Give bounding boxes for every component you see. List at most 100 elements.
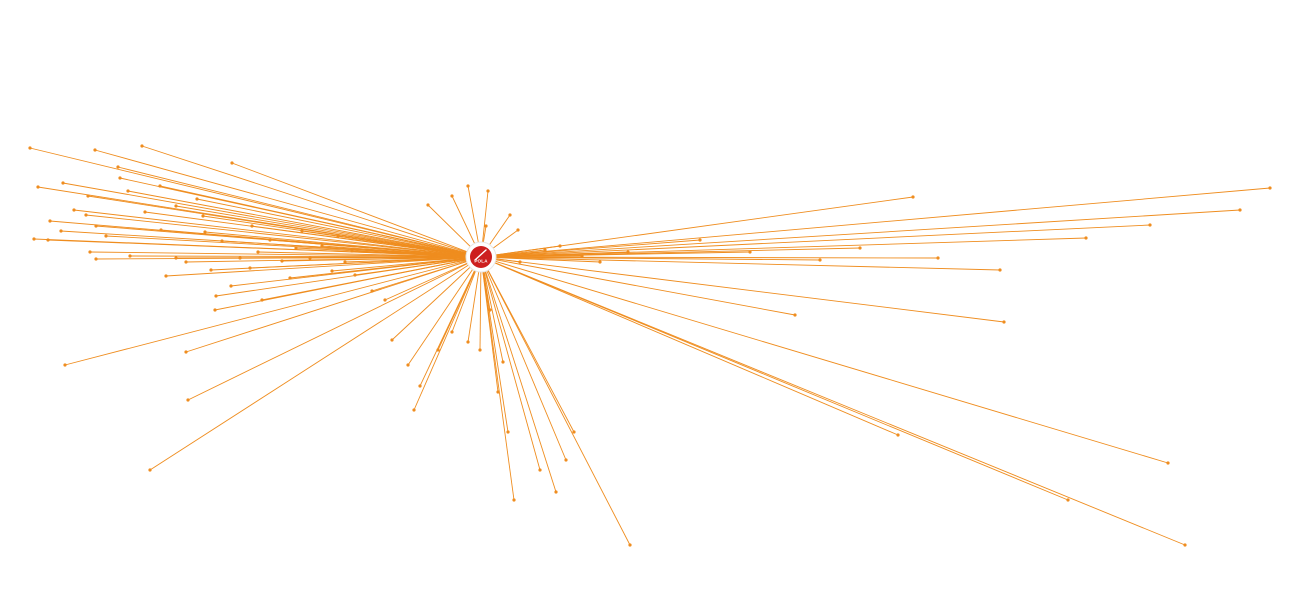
graph-node[interactable] [36,185,40,189]
graph-node[interactable] [383,298,387,302]
graph-node[interactable] [184,260,188,264]
graph-node[interactable] [201,214,205,218]
graph-node[interactable] [203,230,207,234]
graph-node[interactable] [418,384,422,388]
graph-node[interactable] [538,468,542,472]
graph-node[interactable] [94,257,98,261]
graph-node[interactable] [698,238,702,242]
graph-node[interactable] [1084,236,1088,240]
graph-node[interactable] [143,210,147,214]
graph-node[interactable] [148,468,152,472]
graph-node[interactable] [174,256,178,260]
graph-node[interactable] [86,194,90,198]
graph-node[interactable] [260,298,264,302]
graph-node[interactable] [543,248,547,252]
graph-node[interactable] [195,197,199,201]
graph-node[interactable] [250,224,254,228]
graph-node[interactable] [48,219,52,223]
graph-node[interactable] [858,246,862,250]
graph-node[interactable] [554,490,558,494]
graph-node[interactable] [450,194,454,198]
graph-node[interactable] [478,348,482,352]
graph-node[interactable] [406,363,410,367]
graph-node[interactable] [164,274,168,278]
graph-node[interactable] [998,268,1002,272]
graph-node[interactable] [238,256,242,260]
graph-node[interactable] [186,398,190,402]
graph-node[interactable] [516,228,520,232]
graph-node[interactable] [564,458,568,462]
graph-node[interactable] [94,224,98,228]
graph-node[interactable] [598,260,602,264]
graph-node[interactable] [174,204,178,208]
graph-node[interactable] [466,340,470,344]
graph-node[interactable] [308,256,312,260]
graph-node[interactable] [32,237,36,241]
graph-node[interactable] [220,239,224,243]
graph-node[interactable] [748,250,752,254]
graph-node[interactable] [486,189,490,193]
graph-node[interactable] [353,273,357,277]
graph-node[interactable] [426,203,430,207]
graph-node[interactable] [1183,543,1187,547]
graph-node[interactable] [140,144,144,148]
graph-node[interactable] [59,229,63,233]
graph-node[interactable] [63,363,67,367]
graph-node[interactable] [390,338,394,342]
graph-node[interactable] [213,308,217,312]
graph-node[interactable] [1148,223,1152,227]
graph-node[interactable] [116,165,120,169]
graph-node[interactable] [350,249,354,253]
graph-node[interactable] [436,348,440,352]
graph-node[interactable] [1066,498,1070,502]
graph-node[interactable] [488,308,492,312]
graph-node[interactable] [72,208,76,212]
graph-node[interactable] [104,234,108,238]
graph-node[interactable] [280,259,284,263]
graph-node[interactable] [214,294,218,298]
graph-node[interactable] [268,238,272,242]
graph-node[interactable] [159,228,163,232]
graph-node[interactable] [626,250,630,254]
graph-node[interactable] [506,430,510,434]
graph-node[interactable] [450,330,454,334]
graph-node[interactable] [496,390,500,394]
graph-node[interactable] [512,498,516,502]
graph-node[interactable] [793,313,797,317]
graph-node[interactable] [158,184,162,188]
graph-node[interactable] [256,250,260,254]
graph-node[interactable] [230,161,234,165]
graph-node[interactable] [558,244,562,248]
graph-node[interactable] [518,260,522,264]
graph-node[interactable] [93,148,97,152]
graph-node[interactable] [294,246,298,250]
graph-node[interactable] [818,258,822,262]
graph-node[interactable] [580,254,584,258]
graph-node[interactable] [628,543,632,547]
graph-node[interactable] [1238,208,1242,212]
graph-node[interactable] [508,213,512,217]
graph-node[interactable] [184,350,188,354]
graph-node[interactable] [911,195,915,199]
graph-node[interactable] [209,268,213,272]
graph-node[interactable] [28,146,32,150]
graph-node[interactable] [572,430,576,434]
graph-node[interactable] [229,284,233,288]
graph-node[interactable] [248,266,252,270]
graph-node[interactable] [46,238,50,242]
graph-node[interactable] [61,181,65,185]
graph-node[interactable] [343,260,347,264]
graph-node[interactable] [466,184,470,188]
graph-node[interactable] [330,269,334,273]
graph-node[interactable] [1268,186,1272,190]
graph-node[interactable] [126,189,130,193]
graph-node[interactable] [896,433,900,437]
graph-node[interactable] [936,256,940,260]
graph-node[interactable] [336,234,340,238]
graph-node[interactable] [1166,461,1170,465]
graph-node[interactable] [128,254,132,258]
graph-node[interactable] [300,229,304,233]
graph-node[interactable] [88,250,92,254]
graph-node[interactable] [484,224,488,228]
graph-node[interactable] [118,176,122,180]
